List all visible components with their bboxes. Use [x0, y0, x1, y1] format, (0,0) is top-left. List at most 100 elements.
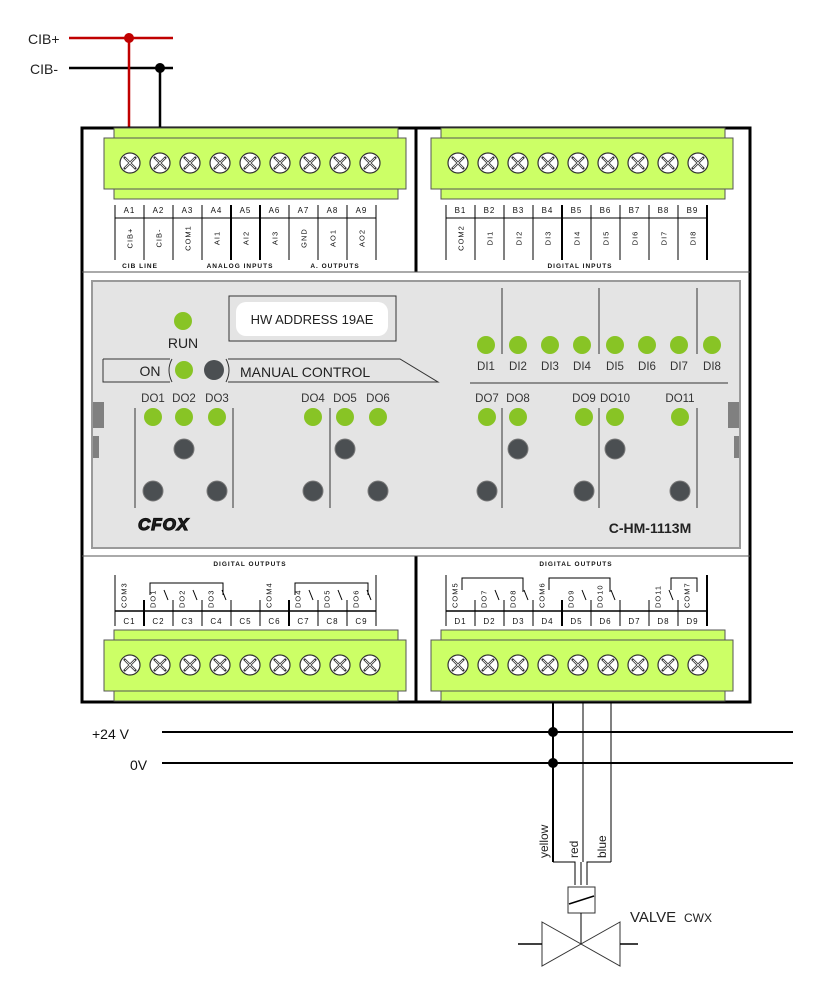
do-led-label: DO10 [600, 393, 630, 405]
power-zero-label: 0V [130, 757, 148, 773]
signal-label: AI3 [271, 231, 280, 245]
screw-slot-hl [662, 659, 674, 671]
screw-slot-hl [244, 157, 256, 169]
pin-label: C2 [152, 617, 164, 626]
signal-label: DO11 [654, 585, 663, 608]
di-led-label: DI4 [573, 361, 592, 373]
screw-terminal-icon [209, 152, 231, 174]
signal-label: DI4 [573, 231, 582, 246]
screw-slot-hl [512, 157, 524, 169]
signal-label: COM6 [538, 582, 547, 608]
manual-output-button [476, 480, 498, 502]
screw-terminal-icon [149, 152, 171, 174]
screw-terminal-icon [329, 152, 351, 174]
signal-label: AO2 [358, 229, 367, 247]
do-led [336, 408, 354, 426]
screw-terminal-icon [329, 654, 351, 676]
screw-slot-hl [452, 659, 464, 671]
di-led [573, 336, 591, 354]
screw-terminal-icon [179, 654, 201, 676]
pin-label: D5 [570, 617, 582, 626]
screw-terminal-icon [119, 152, 141, 174]
power-plus-junction [548, 727, 558, 737]
manual-output-button [507, 438, 529, 460]
manual-output-button [206, 480, 228, 502]
screw-terminal-icon [567, 152, 589, 174]
pin-label: A7 [298, 206, 310, 215]
pin-label: B7 [629, 206, 641, 215]
signal-label: DO9 [567, 590, 576, 608]
di-led-label: DI1 [477, 361, 495, 373]
screw-terminal-icon [627, 152, 649, 174]
screw-terminal-icon [269, 654, 291, 676]
screw-slot-hl [304, 659, 316, 671]
relay-contact-icon [610, 589, 616, 601]
screw-slot-hl [542, 157, 554, 169]
pin-label: B5 [571, 206, 583, 215]
screw-terminal-icon [597, 152, 619, 174]
manual-control-label: MANUAL CONTROL [240, 364, 370, 380]
screw-slot-hl [692, 157, 704, 169]
group-label: DIGITAL OUTPUTS [213, 561, 286, 568]
relay-contact-icon [581, 589, 587, 601]
side-clip [93, 436, 99, 458]
manual-control-frame [228, 358, 440, 383]
screw-slot-hl [334, 157, 346, 169]
do-led-label: DO8 [506, 393, 530, 405]
do-led [478, 408, 496, 426]
pin-label: C9 [355, 617, 367, 626]
relay-common-bracket [548, 577, 611, 592]
pin-label: A3 [182, 206, 194, 215]
signal-label: DO10 [596, 584, 605, 608]
manual-control-button [204, 360, 224, 380]
do-led [671, 408, 689, 426]
run-led [174, 312, 192, 330]
pin-label: B1 [455, 206, 467, 215]
pin-label: B4 [542, 206, 554, 215]
manual-output-button [367, 480, 389, 502]
manual-output-button [334, 438, 356, 460]
signal-label: DO8 [509, 590, 518, 608]
do-led [509, 408, 527, 426]
terminal-strip-bottom-left [103, 629, 407, 702]
signal-label: COM4 [265, 582, 274, 608]
screw-terminal-icon [507, 152, 529, 174]
hw-address-label: HW ADDRESS 19AE [251, 312, 374, 327]
screw-terminal-icon [477, 654, 499, 676]
pin-label: C7 [297, 617, 309, 626]
hw-address-plate [236, 302, 388, 336]
pin-label: D2 [483, 617, 495, 626]
di-led [670, 336, 688, 354]
relay-contact-icon [308, 589, 314, 601]
screw-terminal-icon [687, 152, 709, 174]
screw-terminal-icon [687, 654, 709, 676]
pin-label: A2 [153, 206, 165, 215]
relay-contact-icon [163, 589, 169, 601]
relay-common-bracket [149, 582, 224, 595]
screw-slot-hl [512, 659, 524, 671]
group-label: A. OUTPUTS [310, 263, 359, 270]
screw-terminal-icon [149, 654, 171, 676]
screw-terminal-icon [239, 152, 261, 174]
pin-label: C5 [239, 617, 251, 626]
on-led [175, 361, 193, 379]
screw-slot-hl [124, 659, 136, 671]
valve-wire-merge [553, 861, 611, 885]
do-led-label: DO7 [475, 393, 499, 405]
screw-slot-hl [632, 157, 644, 169]
screw-slot-hl [154, 659, 166, 671]
power-plus-label: +24 V [92, 726, 130, 742]
cib-minus-junction [155, 63, 165, 73]
do-led-label: DO6 [366, 393, 390, 405]
brand-logo: CFOX [138, 515, 190, 534]
screw-terminal-icon [597, 654, 619, 676]
pin-label: B6 [600, 206, 612, 215]
signal-label: COM2 [457, 225, 466, 251]
terminal-strip-top-right [430, 127, 734, 200]
signal-label: DI6 [631, 231, 640, 246]
do-led-label: DO4 [301, 393, 325, 405]
screw-terminal-icon [507, 654, 529, 676]
